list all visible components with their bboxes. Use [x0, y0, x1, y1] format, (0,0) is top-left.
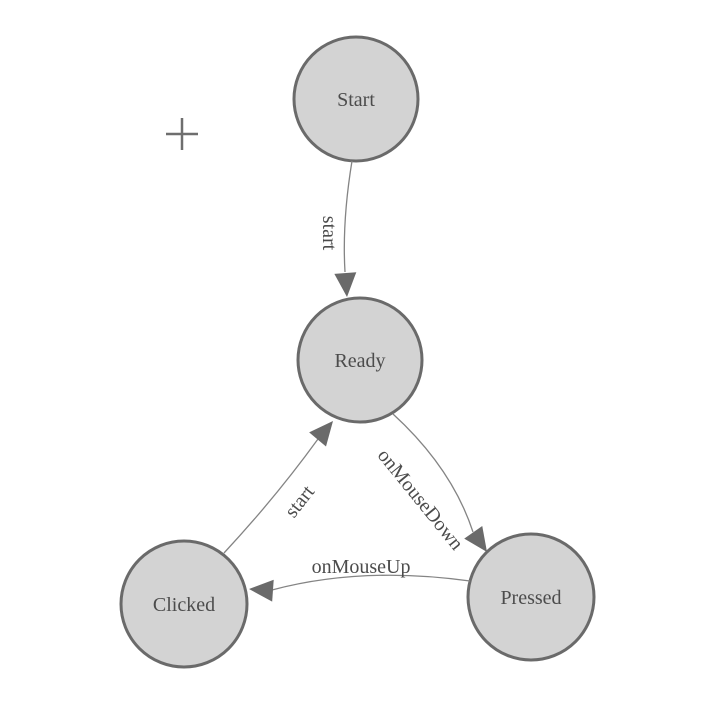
state-circle[interactable]: [292, 35, 420, 163]
state-circle[interactable]: [466, 532, 596, 662]
state-label: Start: [337, 89, 375, 111]
edge-label: start: [281, 481, 320, 522]
node-clicked[interactable]: Clicked: [119, 539, 249, 669]
state-circle[interactable]: [119, 539, 249, 669]
node-start[interactable]: Start: [292, 35, 420, 163]
state-circle[interactable]: [296, 296, 424, 424]
state-label: Pressed: [500, 587, 561, 609]
edge-label: start: [318, 216, 340, 251]
crosshair-cursor-icon: [166, 118, 198, 150]
arrowhead-icon: [334, 272, 357, 297]
edge-line[interactable]: [223, 438, 319, 554]
state-label: Clicked: [153, 594, 215, 616]
edge-line[interactable]: [343, 160, 353, 273]
edge-line[interactable]: [271, 574, 471, 591]
node-pressed[interactable]: Pressed: [466, 532, 596, 662]
state-label: Ready: [334, 350, 385, 372]
node-ready[interactable]: Ready: [296, 296, 424, 424]
arrowhead-icon: [249, 579, 274, 602]
edge-label: onMouseUp: [312, 556, 411, 578]
edge-ready-to-pressed[interactable]: onMouseDown: [373, 413, 487, 555]
edge-start-to-ready[interactable]: start: [318, 160, 357, 297]
edge-pressed-to-clicked[interactable]: onMouseUp: [249, 556, 471, 602]
arrowhead-icon: [464, 526, 487, 552]
edge-label: onMouseDown: [373, 445, 468, 555]
arrowhead-icon: [309, 421, 333, 447]
edge-line[interactable]: [392, 413, 474, 533]
edge-clicked-to-ready[interactable]: start: [223, 421, 333, 554]
